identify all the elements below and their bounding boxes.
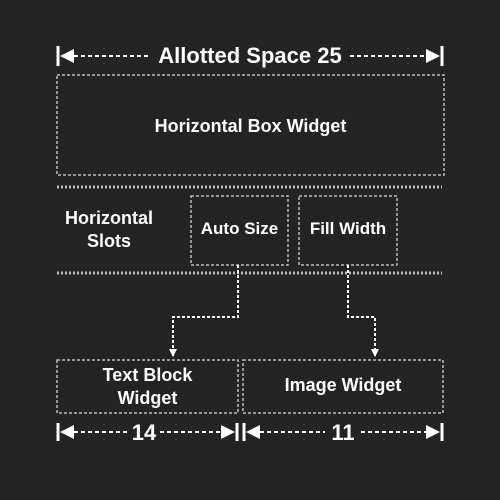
right-measure-value: 11 [331, 420, 355, 445]
horizontal-box-widget [56, 74, 445, 176]
fill-width-connector-arrow [347, 265, 379, 357]
image-widget [242, 359, 444, 414]
left-measure-dimension [56, 423, 239, 441]
auto-size-label: Auto Size [200, 219, 279, 238]
text-block-widget [56, 359, 239, 414]
allotted-space-label: Allotted Space 25 [158, 43, 342, 68]
allotted-space-dimension [56, 46, 444, 66]
fill-width-label: Fill Width [309, 219, 387, 238]
text-block-label: Text Block Widget [102, 365, 193, 408]
left-measure-value: 14 [131, 420, 157, 445]
auto-size-connector-arrow [169, 265, 239, 357]
auto-size-slot [190, 195, 289, 266]
horizontal-box-label: Horizontal Box Widget [154, 116, 347, 136]
horizontal-slots-label: Horizontal Slots [65, 208, 153, 251]
right-measure-dimension [242, 423, 444, 441]
image-widget-label: Image Widget [284, 375, 402, 395]
